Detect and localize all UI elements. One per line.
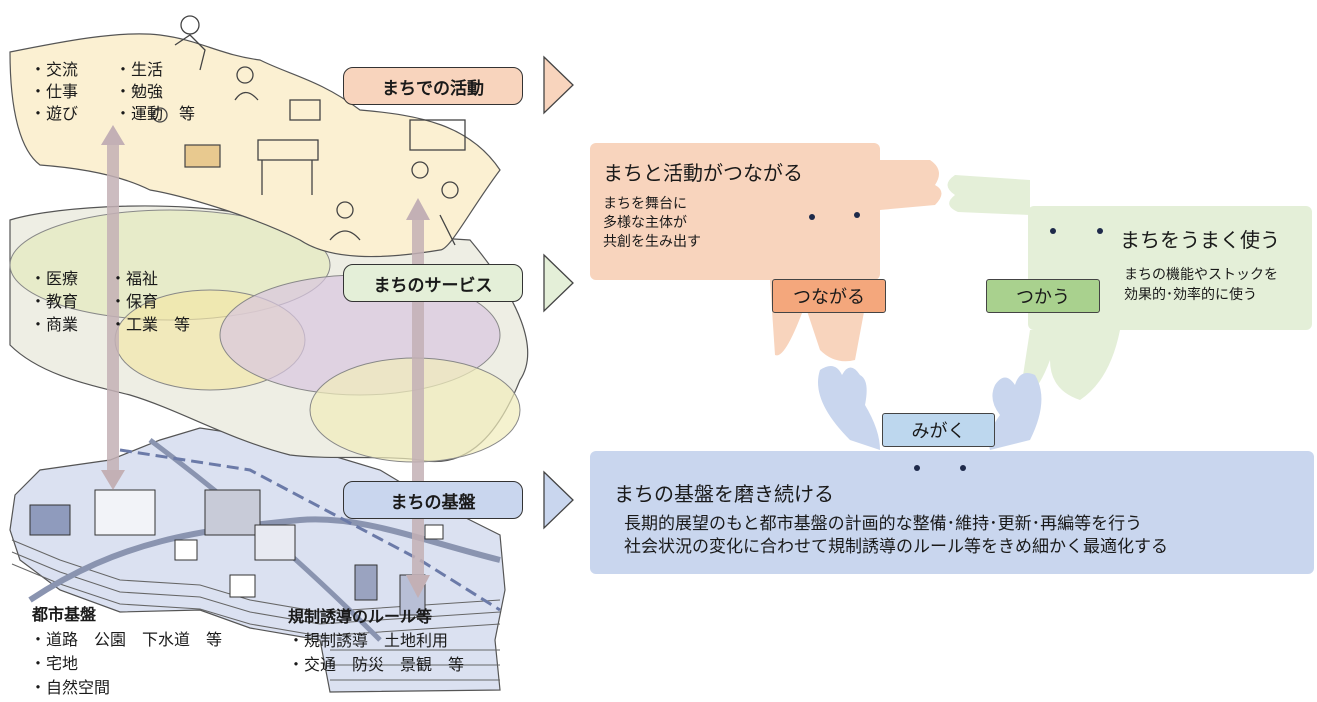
rules-title: 規制誘導のルール等	[288, 607, 433, 626]
infra-item: ・宅地	[30, 654, 79, 673]
activity-layer-label: まちでの活動	[343, 67, 523, 105]
migaku-eye	[960, 465, 966, 471]
tsunagaru-title: まちと活動がつながる	[603, 161, 803, 185]
activity-item: ・勉強	[115, 82, 164, 101]
tsukau-eye	[1097, 228, 1103, 234]
activity-item: ・仕事	[30, 82, 79, 101]
service-layer-shape	[9, 205, 529, 463]
activity-layer-shape	[9, 15, 501, 258]
service-item: ・医療	[30, 269, 79, 288]
service-item: ・工業 等	[110, 315, 191, 334]
activity-item: ・遊び	[30, 104, 79, 123]
tsunagaru-eye	[854, 212, 860, 218]
tsukau-line: 効果的･効率的に使う	[1124, 287, 1257, 303]
tsunagaru-card: まちと活動がつながる まちを舞台に 多様な主体が 共創を生み出す	[590, 143, 880, 280]
migaku-card: まちの基盤を磨き続ける 長期的展望のもと都市基盤の計画的な整備･維持･更新･再編…	[590, 451, 1314, 574]
service-item: ・教育	[30, 292, 79, 311]
tsunagaru-eye	[809, 214, 815, 220]
tsunagaru-line: 多様な主体が	[603, 215, 687, 231]
tsunagaru-line: 共創を生み出す	[603, 234, 701, 250]
activity-item: ・交流	[30, 60, 79, 79]
migaku-line: 長期的展望のもと都市基盤の計画的な整備･維持･更新･再編等を行う	[624, 514, 1143, 534]
tsunagaru-badge: つながる	[772, 279, 886, 313]
service-chevron-icon	[543, 253, 574, 313]
tsukau-title: まちをうまく使う	[1120, 228, 1280, 252]
service-item: ・保育	[110, 292, 159, 311]
tsunagaru-line: まちを舞台に	[603, 196, 687, 212]
migaku-title: まちの基盤を磨き続ける	[614, 482, 834, 506]
service-item: ・福祉	[110, 269, 159, 288]
tsukau-line: まちの機能やストックを	[1124, 267, 1278, 283]
infra-item: ・道路 公園 下水道 等	[30, 630, 223, 649]
migaku-badge: みがく	[882, 413, 995, 447]
rules-item: ・交通 防災 景観 等	[288, 655, 465, 674]
activity-item: ・生活	[115, 60, 164, 79]
foundation-layer-label: まちの基盤	[343, 481, 523, 519]
rules-item: ・規制誘導 土地利用	[288, 631, 449, 650]
migaku-line: 社会状況の変化に合わせて規制誘導のルール等をきめ細かく最適化する	[624, 537, 1168, 557]
layer-illustration	[9, 15, 529, 693]
infra-item: ・自然空間	[30, 678, 111, 697]
infra-title: 都市基盤	[32, 605, 97, 624]
foundation-chevron-icon	[543, 470, 574, 530]
activity-chevron-icon	[543, 55, 574, 115]
service-layer-label: まちのサービス	[343, 264, 523, 302]
migaku-eye	[914, 465, 920, 471]
service-item: ・商業	[30, 315, 79, 334]
activity-item: ・運動 等	[115, 104, 196, 123]
tsukau-badge: つかう	[986, 279, 1100, 313]
tsukau-eye	[1050, 228, 1056, 234]
